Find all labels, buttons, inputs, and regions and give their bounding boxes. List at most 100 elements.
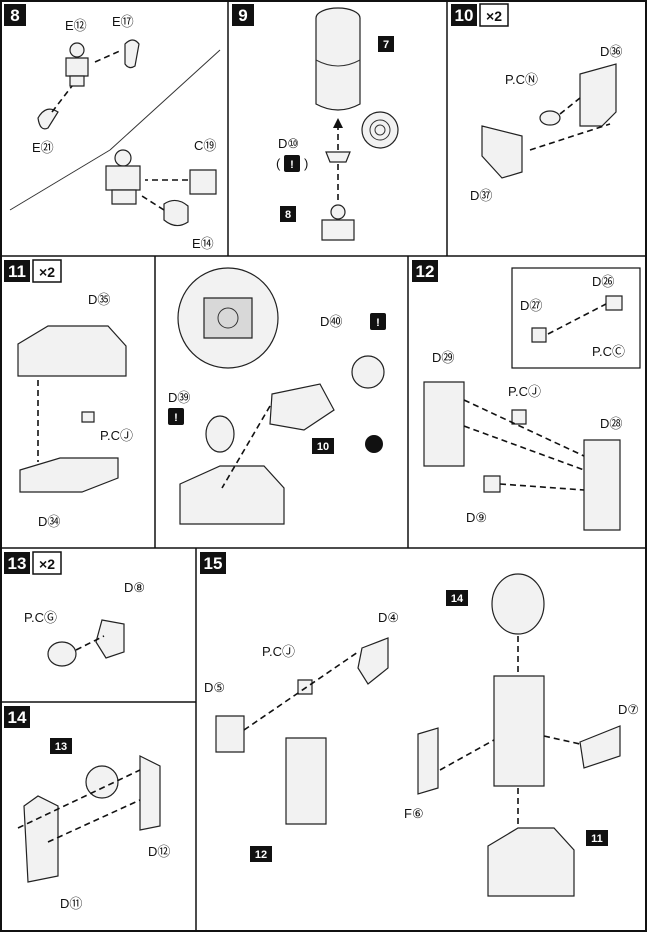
label-e12: E⑫ xyxy=(65,18,87,33)
svg-text:14: 14 xyxy=(451,593,464,605)
joint-assembly-part xyxy=(269,383,335,431)
part-d26 xyxy=(605,295,623,311)
assembly-line xyxy=(543,735,581,745)
detail-inset-box xyxy=(511,267,641,369)
svg-text:!: ! xyxy=(290,159,294,171)
part-d34 xyxy=(19,457,119,493)
part-d8 xyxy=(95,619,125,659)
label-d7: D⑦ xyxy=(618,702,639,717)
ref-badge-14: 14 xyxy=(446,590,468,606)
step-13-panel: 13 ×2 D⑧ P.CⒼ xyxy=(4,551,145,667)
assembly-line xyxy=(499,483,585,491)
assembly-line xyxy=(463,399,585,457)
assembly-line xyxy=(547,303,607,335)
ref-badge-7: 7 xyxy=(378,36,394,52)
label-d27: D㉗ xyxy=(520,298,542,313)
detail-ring-callout xyxy=(361,111,399,149)
svg-text:15: 15 xyxy=(204,554,223,573)
label-d29: D㉙ xyxy=(432,350,454,365)
label-d34: D㉞ xyxy=(38,514,60,529)
svg-text:7: 7 xyxy=(383,39,389,51)
part-d37 xyxy=(481,125,523,179)
label-d11: D⑪ xyxy=(60,896,82,911)
arrow-up-icon xyxy=(333,118,343,128)
zoomed-joint-part xyxy=(203,297,253,339)
part-d9 xyxy=(483,475,501,493)
step-15-panel: 15 D④ P.CⒿ D⑤ 12 14 D⑦ F⑥ 11 xyxy=(200,552,639,897)
label-d28: D㉘ xyxy=(600,416,622,431)
label-d39: D㊴ xyxy=(168,390,190,405)
svg-text:10: 10 xyxy=(455,6,474,25)
warning-icon: ! xyxy=(284,155,300,172)
multiplier-badge: ×2 xyxy=(32,259,62,283)
part-d5 xyxy=(215,715,245,753)
step-9-panel: 9 7 D⑩ ( ! ) xyxy=(232,4,399,241)
part-d35 xyxy=(17,325,127,377)
rotation-indicator-icon xyxy=(365,435,383,453)
svg-text:14: 14 xyxy=(8,708,27,727)
warning-paren-open: ( xyxy=(276,156,281,171)
label-pcc: P.CⒸ xyxy=(592,344,625,359)
part-d40 xyxy=(351,355,385,389)
arm-part-e17 xyxy=(124,39,140,69)
svg-text:10: 10 xyxy=(317,441,329,453)
label-f6: F⑥ xyxy=(404,806,424,821)
pilot-figure-lower xyxy=(105,149,141,205)
assembled-base-part xyxy=(179,465,285,525)
part-d11 xyxy=(23,795,59,883)
step-12-badge: 12 xyxy=(412,260,438,282)
label-d10: D⑩ xyxy=(278,136,299,151)
polycap-j xyxy=(297,679,313,695)
svg-text:×2: ×2 xyxy=(39,556,55,572)
head-part xyxy=(491,573,545,635)
part-d12 xyxy=(139,755,161,831)
assembly-line xyxy=(75,635,105,651)
part-f6 xyxy=(417,727,439,795)
label-d37: D㊲ xyxy=(470,188,492,203)
label-d4: D④ xyxy=(378,610,399,625)
step-15-badge: 15 xyxy=(200,552,226,574)
warning-icon: ! xyxy=(370,313,386,330)
pilot-figure-upper xyxy=(65,42,89,87)
label-pcj: P.CⒿ xyxy=(100,428,133,443)
assembly-line xyxy=(51,85,73,113)
svg-text:12: 12 xyxy=(416,262,435,281)
multiplier-badge: ×2 xyxy=(479,3,509,27)
cockpit-capsule-part xyxy=(315,7,361,111)
step-11-badge: 11 xyxy=(4,260,30,282)
step-8-badge: 8 xyxy=(4,4,26,26)
arm-part-e21 xyxy=(37,108,59,130)
assembly-line xyxy=(47,799,141,843)
step-8-panel: 8 E⑫ E⑰ E㉑ C⑲ E⑭ xyxy=(4,4,221,251)
label-e17: E⑰ xyxy=(112,14,134,29)
part-d27 xyxy=(531,327,547,343)
label-d12: D⑫ xyxy=(148,844,170,859)
step-11-panel: 11 ×2 D㉟ P.CⒿ D㉞ D㊵ ! D㊴ ! 10 xyxy=(4,259,386,529)
label-d40: D㊵ xyxy=(320,314,342,329)
part-d36 xyxy=(579,63,617,127)
step-14-badge: 14 xyxy=(4,706,30,728)
label-d5: D⑤ xyxy=(204,680,225,695)
part-d7 xyxy=(579,725,621,769)
svg-text:!: ! xyxy=(376,317,380,329)
assembly-line xyxy=(243,651,359,731)
part-d10 xyxy=(325,151,351,163)
label-d36: D㊱ xyxy=(600,44,622,59)
label-d26: D㉖ xyxy=(592,274,614,289)
label-c19: C⑲ xyxy=(194,138,216,153)
part-e14 xyxy=(163,199,189,227)
step-13-badge: 13 xyxy=(4,552,30,574)
shoulder-joint-part xyxy=(85,765,119,799)
part-d39 xyxy=(205,415,235,453)
assembly-line xyxy=(94,49,123,63)
step-14-panel: 14 13 D⑫ D⑪ xyxy=(4,706,170,911)
svg-text:8: 8 xyxy=(10,6,19,25)
assembly-line xyxy=(529,123,611,151)
label-d35: D㉟ xyxy=(88,292,110,307)
svg-text:11: 11 xyxy=(8,262,26,281)
svg-text:×2: ×2 xyxy=(486,8,502,24)
label-d9: D⑨ xyxy=(466,510,487,525)
svg-text:11: 11 xyxy=(591,833,603,845)
polycap-n xyxy=(539,110,561,126)
